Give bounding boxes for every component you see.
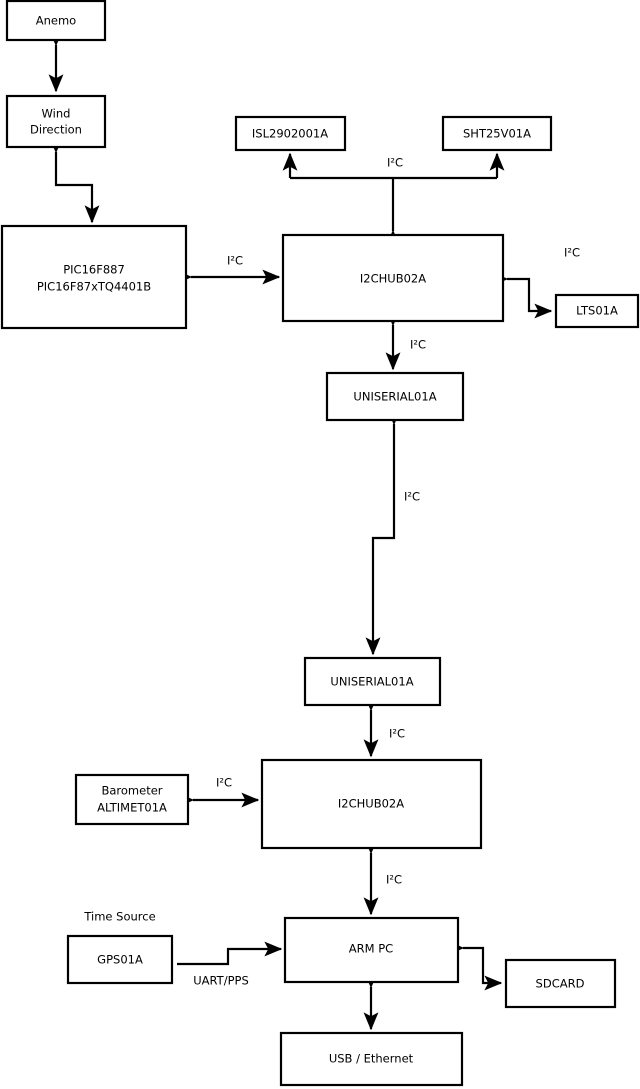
edge-line-uniserial-link [365,407,402,656]
node-label-isl: ISL2902001A [252,127,328,141]
node-box-hub-bottom[interactable] [260,758,483,850]
node-anemo[interactable]: Anemo [5,0,107,42]
node-arm-pc[interactable]: ARM PC [283,916,460,984]
node-box-barometer[interactable] [74,773,190,826]
node-uniserial01a-bottom[interactable]: UNISERIAL01A [303,656,442,707]
node-i2chub02a-top[interactable]: I2CHUB02A [281,233,505,323]
node-box-uniserial-bottom[interactable] [303,656,442,707]
edge-line-armpc-sdcard [446,940,503,991]
node-i2chub02a-bottom[interactable]: I2CHUB02A [260,758,483,850]
node-usb-ethernet[interactable]: USB / Ethernet [279,1031,464,1087]
node-label-wind-direction-line2: Direction [30,123,82,137]
node-label-anemo: Anemo [36,14,76,28]
node-box-hub-top[interactable] [281,233,505,323]
node-box-isl[interactable] [234,115,347,152]
edge-hub-top-lts: I²C [490,246,580,319]
edge-label-i2c-barometer-hub: I²C [216,776,232,790]
node-label-sdcard: SDCARD [536,977,585,991]
node-label-uniserial-bottom: UNISERIAL01A [330,675,413,689]
node-uniserial01a-top[interactable]: UNISERIAL01A [325,371,465,422]
edge-barometer-hub-bottom: I²C [176,776,260,808]
node-box-usb-ethernet[interactable] [279,1031,464,1087]
edge-hub-top-uniserial-top: I²C [385,308,426,371]
node-box-sht[interactable] [441,115,553,152]
edge-wind-direction-pic [48,135,100,224]
edge-label-i2c-uniserial-hub-bottom: I²C [389,727,405,741]
edge-label-i2c-hub-armpc: I²C [386,873,402,887]
node-label-hub-top: I2CHUB02A [360,272,426,286]
node-barometer[interactable]: Barometer ALTIMET01A [74,773,190,826]
node-pic[interactable]: PIC16F887 PIC16F87xTQ4401B [0,224,188,330]
node-sht25v01a[interactable]: SHT25V01A [441,115,553,152]
edge-line-hub-lts [490,271,553,319]
node-box-wind-direction[interactable] [5,94,107,149]
node-box-uniserial-top[interactable] [325,371,465,422]
node-box-gps[interactable] [66,934,174,985]
node-label-pic-line2: PIC16F87xTQ4401B [37,280,151,294]
node-label-gps: GPS01A [97,953,143,967]
node-gps01a[interactable]: GPS01A [66,934,174,985]
edge-line-wind-pic [48,135,100,224]
edge-line-gps-armpc [177,941,283,966]
node-box-sdcard[interactable] [504,958,617,1009]
node-label-pic-line1: PIC16F887 [63,263,125,277]
node-box-lts[interactable] [554,293,640,329]
edge-label-i2c-sensors-bus: I²C [387,156,403,170]
edge-label-i2c-pic-hub: I²C [227,254,243,268]
node-isl2902001a[interactable]: ISL2902001A [234,115,347,152]
node-label-uniserial-top: UNISERIAL01A [353,390,436,404]
edge-hub-bottom-armpc: I²C [363,836,402,916]
node-label-wind-direction-line1: Wind [42,107,71,121]
node-label-barometer-line2: ALTIMET01A [97,801,167,815]
node-lts01a[interactable]: LTS01A [554,293,640,329]
edge-hub-sensors-bus: I²C [282,152,505,248]
node-label-arm-pc: ARM PC [349,942,393,956]
edge-uniserial-bottom-hub-bottom: I²C [363,693,405,758]
node-label-lts: LTS01A [576,304,618,318]
node-label-barometer-line1: Barometer [101,784,162,798]
edge-uniserial-link: I²C [365,407,420,656]
node-box-pic[interactable] [0,224,188,330]
node-wind-direction[interactable]: Wind Direction [5,94,107,149]
edge-pic-hub-top: I²C [174,254,281,285]
node-box-arm-pc[interactable] [283,916,460,984]
node-label-usb-ethernet: USB / Ethernet [329,1052,414,1066]
node-box-anemo[interactable] [5,0,107,42]
edge-label-uart-pps: UART/PPS [193,974,249,988]
node-sdcard[interactable]: SDCARD [504,958,617,1009]
edge-label-i2c-uniserial-link: I²C [404,490,420,504]
node-label-sht: SHT25V01A [463,127,531,141]
edge-label-i2c-hub-uniserial: I²C [410,338,426,352]
edge-label-i2c-hub-lts: I²C [564,246,580,260]
label-time-source: Time Source [83,910,155,924]
node-label-hub-bottom: I2CHUB02A [338,797,404,811]
edge-gps-armpc: UART/PPS [177,941,283,988]
edge-armpc-sdcard [446,940,503,991]
